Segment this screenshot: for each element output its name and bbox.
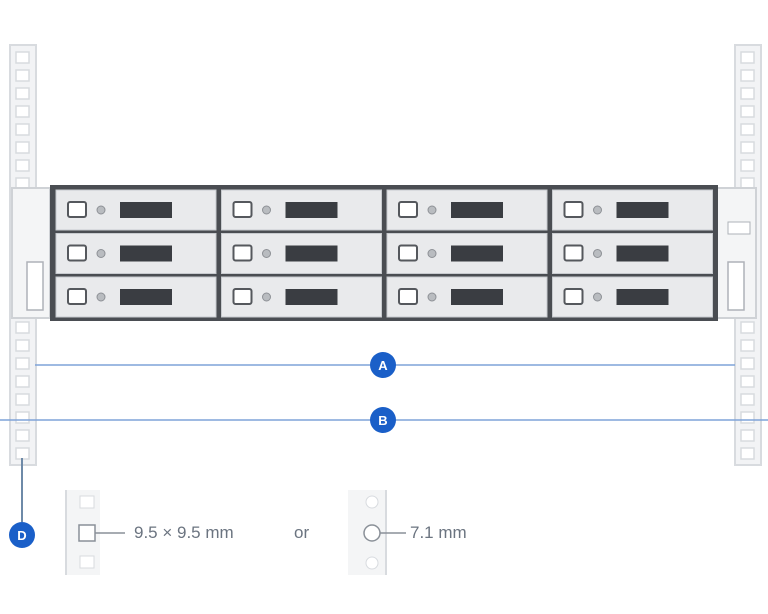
rail-hole [15,87,30,100]
rail-hole [740,105,755,118]
drive-latch [398,244,418,262]
drive-latch [563,288,584,305]
drive-label-slot [616,245,669,262]
rail-hole [740,447,755,460]
rail-hole [15,69,30,82]
rail-hole [15,429,30,442]
drive-label-slot [451,289,503,305]
drive-label-slot [451,245,503,262]
detail-hole [79,495,95,509]
rail-hole [15,321,30,334]
rail-hole [15,375,30,388]
drive-label-slot [285,202,338,218]
drive-latch [563,201,584,218]
drive-label-slot [120,202,172,218]
drive-led [262,292,271,302]
rail-hole [740,375,755,388]
drive-latch [398,201,418,218]
or-separator: or [294,523,310,542]
rail-hole [740,69,755,82]
drive-led [262,205,271,215]
rail-hole [740,159,755,172]
square-hole-icon [78,524,96,542]
drive-led [593,205,602,215]
drive-latch [232,201,253,218]
drive-label-slot [285,289,338,305]
label-d-badge: D [9,522,35,548]
drive-led [427,249,437,258]
drive-latch [67,288,87,305]
drive-led [427,292,437,302]
rail-hole [15,159,30,172]
detail-hole [79,555,95,569]
ear-handle-right [727,261,745,311]
round-hole-size: 7.1 mm [410,523,467,542]
drive-led [427,205,437,215]
detail-hole [365,495,379,509]
drive-latch [232,288,253,305]
rail-hole [15,411,30,424]
drive-latch [398,288,418,305]
rail-hole [740,321,755,334]
rail-hole [740,87,755,100]
rail-hole [740,123,755,136]
ear-handle-left [26,261,44,311]
drive-led [593,249,602,258]
drive-label-slot [451,202,503,218]
rail-hole [740,51,755,64]
rail-hole [15,357,30,370]
drive-label-slot [285,245,338,262]
rail-hole [15,105,30,118]
rail-hole [15,123,30,136]
rail-hole [740,429,755,442]
ear-button-right [727,221,751,235]
rail-hole [15,447,30,460]
detail-hole [365,556,379,570]
rail-hole [740,357,755,370]
rail-hole [740,393,755,406]
rail-hole [15,393,30,406]
drive-latch [67,244,87,262]
drive-led [96,292,106,302]
rail-hole [740,141,755,154]
rail-hole [15,141,30,154]
label-a-badge: A [370,352,396,378]
rail-hole [740,339,755,352]
drive-latch [232,244,253,262]
label-b-badge: B [370,407,396,433]
square-hole-size: 9.5 × 9.5 mm [134,523,234,542]
drive-led [262,249,271,258]
drive-latch [563,244,584,262]
drive-led [593,292,602,302]
drive-led [96,249,106,258]
drive-label-slot [120,289,172,305]
drive-label-slot [120,245,172,262]
round-hole-icon [363,524,381,542]
rail-hole [15,51,30,64]
drive-latch [67,201,87,218]
drive-led [96,205,106,215]
drive-label-slot [616,202,669,218]
rail-hole [15,339,30,352]
drive-label-slot [616,289,669,305]
rail-hole [740,411,755,424]
